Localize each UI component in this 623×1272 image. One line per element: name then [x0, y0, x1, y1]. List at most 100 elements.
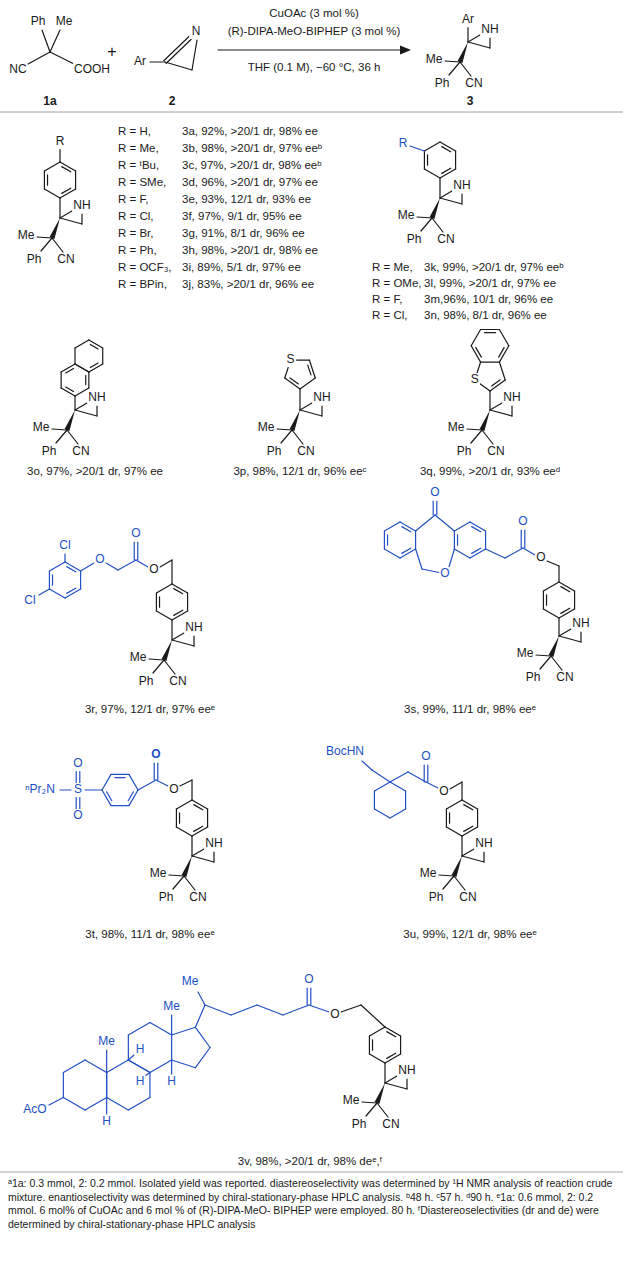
bond-line: [362, 1102, 377, 1103]
bond-line: [454, 876, 465, 890]
bond-line: [60, 789, 71, 790]
atom-label: Me: [162, 1000, 181, 1014]
bond-line: [433, 501, 434, 515]
bond-line: [65, 589, 81, 598]
substituent-label: R = ᵗBu,: [118, 159, 159, 172]
bond-line: [443, 876, 454, 889]
result-data: 3n, 98%, 8/1 dr, 96% ee: [424, 309, 547, 322]
bond-line: [292, 430, 303, 444]
bond-line: [390, 772, 408, 782]
bond-line: [461, 194, 462, 204]
bond-line: [449, 813, 450, 823]
bond-line: [145, 1073, 150, 1077]
bond-line: [191, 836, 192, 856]
atom-label: O: [72, 809, 83, 823]
bond-line: [492, 380, 500, 386]
bond-line: [156, 593, 157, 611]
atom-label: NH: [204, 837, 223, 851]
bond-line: [194, 805, 203, 810]
bond-line: [372, 770, 390, 782]
bond-line: [462, 800, 478, 809]
bond-line: [192, 856, 214, 862]
atom-label: O: [303, 973, 314, 987]
bond-line: [374, 791, 375, 809]
compound-result: 3u, 99%, 12/1 dr, 98% eeᵉ: [403, 928, 536, 941]
atom-label: NH: [474, 837, 493, 851]
bond-line: [79, 771, 80, 783]
bond-line: [540, 656, 551, 669]
compound-result: 3p, 98%, 12/1 dr, 96% eeᶜ: [233, 465, 366, 478]
bond-line: [176, 800, 192, 809]
bond-line: [150, 1023, 172, 1036]
bond-line: [76, 797, 77, 809]
bond-line: [44, 162, 60, 171]
bond-line: [192, 849, 204, 856]
bond-line: [257, 1005, 283, 1015]
bond-line: [461, 782, 462, 800]
bond-line: [427, 155, 428, 165]
atom-label: NH: [87, 391, 106, 405]
result-data: 3d, 96%, >20/1 dr, 97% ee: [182, 176, 318, 189]
bond-line: [449, 549, 454, 567]
bond-line: [543, 582, 559, 591]
bond-line: [369, 1036, 370, 1054]
bond-line: [62, 188, 71, 193]
atom-label: CN: [464, 77, 483, 91]
atom-label: R: [55, 135, 66, 149]
bond-line: [446, 800, 462, 809]
bond-line: [173, 876, 184, 889]
bond-line: [129, 774, 138, 790]
bond-line: [159, 597, 160, 607]
bond-line: [171, 620, 172, 640]
bond-line: [546, 595, 547, 605]
bond-line: [165, 62, 192, 70]
atom-label: Ph: [158, 891, 175, 905]
bond-line: [156, 780, 168, 786]
bond-line: [50, 52, 74, 64]
atom-label: O: [130, 527, 141, 541]
result-data: 3b, 98%, >20/1 dr, 97% eeᵇ: [182, 142, 322, 155]
atom-label: CN: [188, 891, 207, 905]
bond-line: [470, 522, 486, 531]
bond-line: [436, 501, 437, 515]
atom-label: S: [286, 353, 296, 367]
bond-line: [440, 191, 452, 198]
bond-line: [59, 198, 60, 218]
bond-line: [524, 530, 525, 548]
bond-line: [150, 61, 165, 62]
bond-line: [424, 151, 425, 169]
bond-line: [384, 531, 385, 549]
bond-line: [207, 809, 208, 827]
bond-line: [309, 1005, 329, 1012]
bond-line: [574, 591, 575, 609]
atom-label: O: [94, 553, 105, 567]
bond-line: [154, 763, 155, 780]
bond-line: [106, 1050, 107, 1073]
bond-line: [415, 531, 416, 549]
atom-label: Me: [181, 975, 200, 989]
bond-line: [106, 563, 118, 570]
bond-line: [172, 633, 184, 640]
bond-line: [75, 364, 89, 372]
bond-line: [172, 640, 194, 646]
atom-label: Me: [129, 651, 148, 665]
bond-line: [321, 406, 322, 416]
bond-line: [435, 515, 454, 531]
bond-line: [156, 584, 172, 593]
bond-line: [543, 609, 559, 618]
bond-line: [52, 429, 67, 430]
atom-label: O: [517, 515, 528, 529]
bond-line: [300, 378, 315, 389]
bond-line: [176, 827, 192, 836]
bond-line: [85, 789, 102, 790]
bond-line: [157, 763, 158, 780]
result-data: 3j, 83%, >20/1 dr, 96% ee: [182, 278, 314, 291]
bond-line: [400, 522, 416, 531]
bond-line: [52, 575, 53, 585]
bond-line: [85, 1060, 107, 1073]
bond-line: [111, 805, 129, 806]
result-data: 3m,96%, 10/1 dr, 96% ee: [424, 293, 553, 306]
bond-line: [402, 527, 411, 532]
atom-label: NH: [397, 1064, 416, 1078]
bond-line: [467, 27, 468, 42]
